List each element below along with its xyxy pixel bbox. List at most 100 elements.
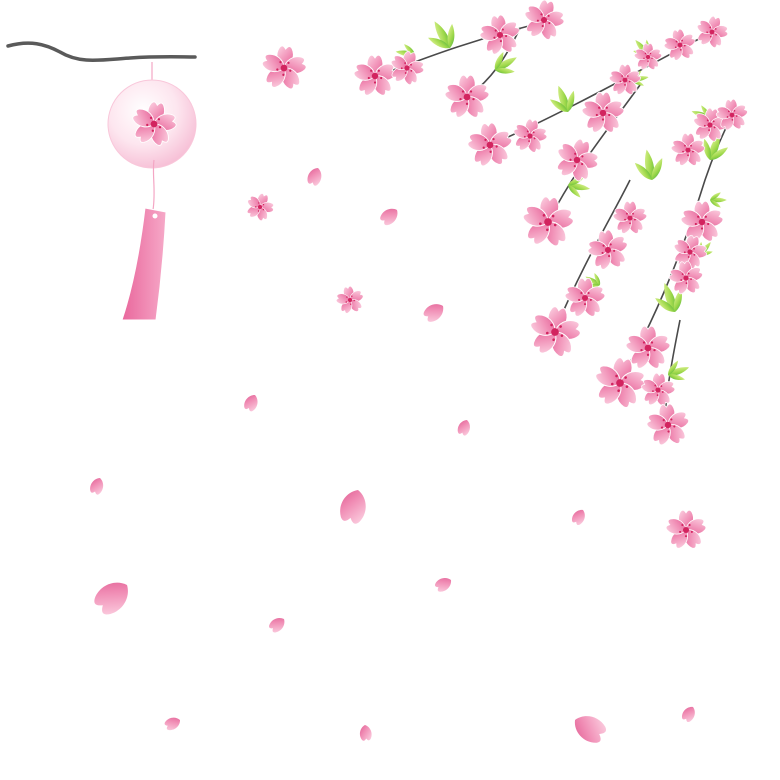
blossom-stamen xyxy=(624,376,627,379)
blossom-stamen xyxy=(684,44,686,47)
blossom-stamen xyxy=(727,110,730,113)
blossom-center xyxy=(729,112,735,118)
blossom-stamen xyxy=(410,69,413,72)
blossom-stamen xyxy=(731,119,734,121)
leaf-blade xyxy=(447,23,455,48)
chime-paper-strip xyxy=(121,207,167,321)
blossom-center xyxy=(404,65,410,71)
blossom-stamen xyxy=(632,212,634,215)
blossom-stamen xyxy=(528,140,530,143)
leaf-blade xyxy=(434,21,451,48)
leaf-blade xyxy=(710,199,721,208)
cherry-blossom xyxy=(478,14,522,57)
blossom-center xyxy=(685,147,691,153)
blossom-stamen xyxy=(704,215,707,218)
hanging-wire xyxy=(6,41,197,63)
sakura-petal xyxy=(380,208,398,226)
blossom-stamen xyxy=(673,425,676,428)
blossom-stamen xyxy=(690,144,692,147)
blossom-stamen xyxy=(373,81,377,84)
blossom-stamen xyxy=(146,123,149,127)
blossom-stamen xyxy=(526,130,529,133)
leaf-blade xyxy=(428,37,450,49)
leaf-blade xyxy=(594,273,601,285)
blossom-stamen xyxy=(646,353,650,356)
blossom-stamen xyxy=(489,150,492,153)
cherry-blossom xyxy=(443,74,491,120)
blossom-stamen xyxy=(656,394,659,397)
cherry-blossom xyxy=(580,91,626,135)
blossom-stamen xyxy=(255,206,257,208)
blossom-stamen xyxy=(257,210,260,212)
blossom-stamen xyxy=(282,73,285,76)
blossom-stamen xyxy=(660,385,663,387)
cherry-blossom xyxy=(669,133,707,168)
blossom-stamen xyxy=(459,97,462,101)
leaf-blade xyxy=(495,67,515,74)
leaf-blade xyxy=(651,158,663,180)
blossom-stamen xyxy=(709,35,712,38)
blossom-stamen xyxy=(694,222,697,226)
blossom-stamen xyxy=(651,57,653,60)
sakura-petal xyxy=(164,717,181,731)
leaf-blade xyxy=(710,192,721,201)
blossom-stamen xyxy=(602,244,605,247)
sakura-petal xyxy=(571,509,585,526)
leaf-blade xyxy=(404,44,415,55)
blossom-stamen xyxy=(613,249,616,252)
blossom-stamen xyxy=(553,223,557,227)
blossom-stamen xyxy=(279,60,282,64)
blossom-stamen xyxy=(713,126,716,129)
blossom-stamen xyxy=(494,29,497,32)
blossom-stamen xyxy=(539,222,542,226)
blossom-stamen xyxy=(643,57,645,60)
blossom-stamen xyxy=(499,40,502,43)
blossom-stamen xyxy=(258,202,260,204)
blossom-stamen xyxy=(601,118,605,121)
blossom-stamen xyxy=(404,72,407,74)
blossom-stamen xyxy=(465,102,469,105)
blossom-stamen xyxy=(484,138,487,142)
blossom-stamen xyxy=(353,299,355,302)
blossom-stamen xyxy=(289,69,292,72)
blossom-center xyxy=(622,77,628,83)
leaf-blade xyxy=(710,147,729,161)
blossom-center xyxy=(371,72,379,80)
blossom-stamen xyxy=(276,68,279,71)
blossom-stamen xyxy=(693,247,695,250)
blossom-stamen xyxy=(684,535,688,538)
blossom-center xyxy=(664,421,672,429)
leaf-blade xyxy=(673,288,682,312)
blossom-stamen xyxy=(715,33,717,36)
cherry-blossom xyxy=(512,118,548,155)
cherry-blossom xyxy=(466,122,514,169)
blossom-center xyxy=(627,215,633,221)
blossom-stamen xyxy=(726,116,729,118)
cherry-blossom xyxy=(639,372,676,408)
blossom-stamen xyxy=(712,120,715,123)
floating-blossoms xyxy=(245,0,749,551)
leaf-blade xyxy=(664,283,676,312)
blossom-stamen xyxy=(609,243,612,246)
blossom-stamen xyxy=(574,152,577,155)
blossom-stamen xyxy=(674,46,677,49)
blossom-stamen xyxy=(675,40,678,43)
blossom-stamen xyxy=(536,19,539,22)
blossom-stamen xyxy=(682,150,684,153)
blossom-center xyxy=(707,122,713,128)
sakura-petal xyxy=(244,394,258,412)
chime-tongue-cord xyxy=(152,159,155,211)
falling-petals xyxy=(90,168,695,743)
leaf xyxy=(710,192,727,208)
chime-strip-hole xyxy=(152,213,158,219)
sakura-petal xyxy=(423,304,444,322)
blossom-stamen xyxy=(546,228,549,232)
blossom-stamen xyxy=(681,523,684,527)
blossom-center xyxy=(616,379,624,387)
blossom-stamen xyxy=(629,222,631,225)
blossom-stamen xyxy=(345,301,347,303)
leaf-blade xyxy=(667,360,679,375)
blossom-stamen xyxy=(346,296,348,298)
blossom-stamen xyxy=(654,384,657,387)
